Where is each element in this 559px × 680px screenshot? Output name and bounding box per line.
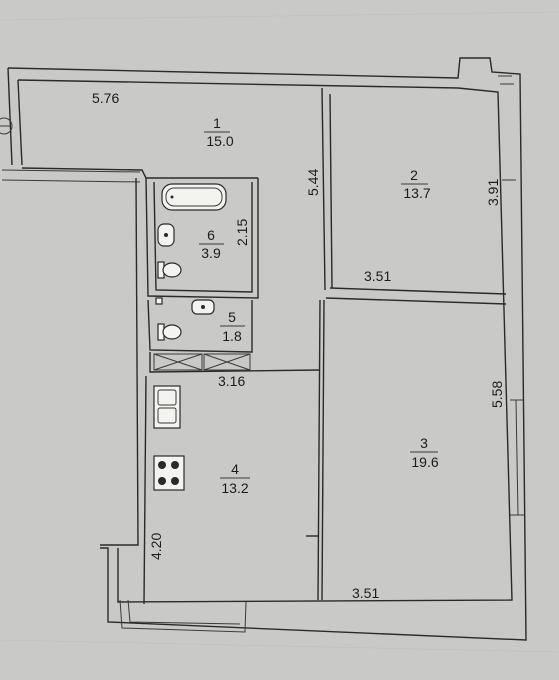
svg-text:6: 6 xyxy=(207,227,215,243)
svg-text:19.6: 19.6 xyxy=(411,454,438,470)
dim-room2-depth: 3.91 xyxy=(485,179,501,206)
toilet-icon xyxy=(157,261,182,279)
dim-room3-depth: 5.58 xyxy=(489,381,505,408)
room-2-label: 2 13.7 xyxy=(401,167,431,201)
svg-text:13.7: 13.7 xyxy=(403,185,430,201)
svg-text:3.9: 3.9 xyxy=(201,245,221,261)
paper-texture xyxy=(0,11,559,653)
svg-text:15.0: 15.0 xyxy=(206,133,233,149)
kitchen-sink-icon xyxy=(153,385,181,429)
room-3-label: 3 19.6 xyxy=(410,435,439,470)
room-5-label: 5 1.8 xyxy=(220,309,245,344)
toilet-icon-room5 xyxy=(157,323,182,341)
dim-room2-width: 3.51 xyxy=(364,268,391,284)
dim-kitchen-width: 3.16 xyxy=(218,373,245,389)
bathtub-icon xyxy=(161,183,227,211)
entrance-door-icon xyxy=(0,117,13,135)
window-bottom-left xyxy=(119,599,247,633)
door-icon xyxy=(153,353,251,371)
svg-text:4: 4 xyxy=(231,461,239,477)
window-right-lower xyxy=(510,399,524,516)
dim-room1-width: 5.76 xyxy=(92,90,119,106)
dim-corridor-length: 5.44 xyxy=(305,169,321,196)
room-1-label: 1 15.0 xyxy=(204,115,234,149)
sink-icon-room5 xyxy=(155,297,215,315)
dim-bath-depth: 2.15 xyxy=(234,219,250,246)
svg-text:3: 3 xyxy=(420,435,428,451)
svg-text:13.2: 13.2 xyxy=(221,480,248,496)
room-4-label: 4 13.2 xyxy=(220,461,250,496)
room-6-label: 6 3.9 xyxy=(199,227,224,261)
dim-kitchen-depth: 4.20 xyxy=(148,533,164,560)
outer-walls xyxy=(1,57,527,641)
dim-room3-width: 3.51 xyxy=(352,585,379,601)
svg-text:5: 5 xyxy=(228,309,236,325)
svg-text:2: 2 xyxy=(410,167,418,183)
svg-text:1.8: 1.8 xyxy=(222,328,242,344)
window-right-upper xyxy=(498,75,516,181)
svg-text:1: 1 xyxy=(213,115,221,131)
interior-walls xyxy=(21,87,507,605)
sink-icon xyxy=(157,223,175,247)
stove-icon xyxy=(153,455,185,491)
